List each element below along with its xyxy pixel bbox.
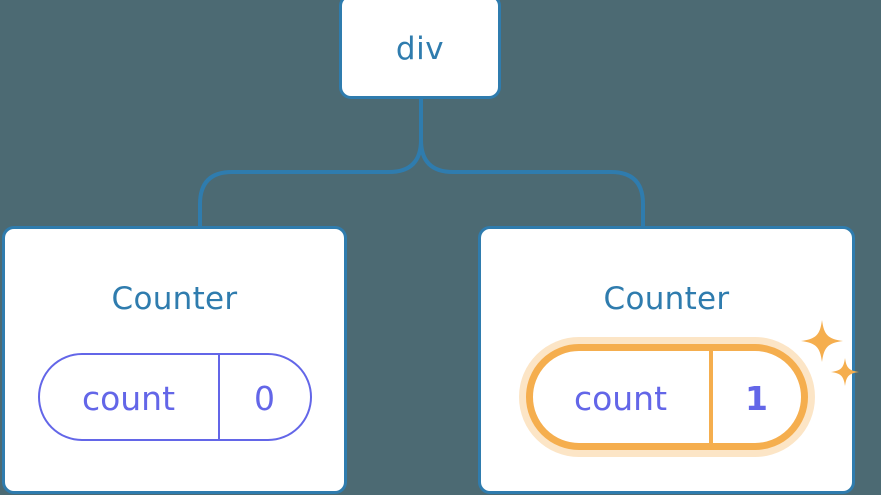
state-pill-wrapper-left: count 0	[5, 353, 344, 441]
node-counter-right[interactable]: Counter count 1	[478, 226, 855, 494]
state-pill-wrapper-right: count 1	[481, 344, 852, 450]
node-counter-right-title: Counter	[603, 281, 730, 317]
state-pill-right-key: count	[573, 379, 668, 418]
state-pill-left-key: count	[81, 379, 176, 418]
state-pill-left-value: 0	[217, 355, 310, 439]
state-pill-right-value: 1	[708, 351, 801, 443]
connector-right-branch	[419, 97, 645, 230]
connector-left-branch	[198, 97, 423, 230]
node-div[interactable]: div	[339, 0, 501, 99]
node-div-label: div	[395, 30, 445, 67]
state-pill-left[interactable]: count 0	[37, 353, 312, 441]
state-pill-right[interactable]: count 1	[525, 344, 808, 450]
node-counter-left-title: Counter	[111, 281, 238, 317]
node-counter-left[interactable]: Counter count 0	[2, 226, 347, 494]
